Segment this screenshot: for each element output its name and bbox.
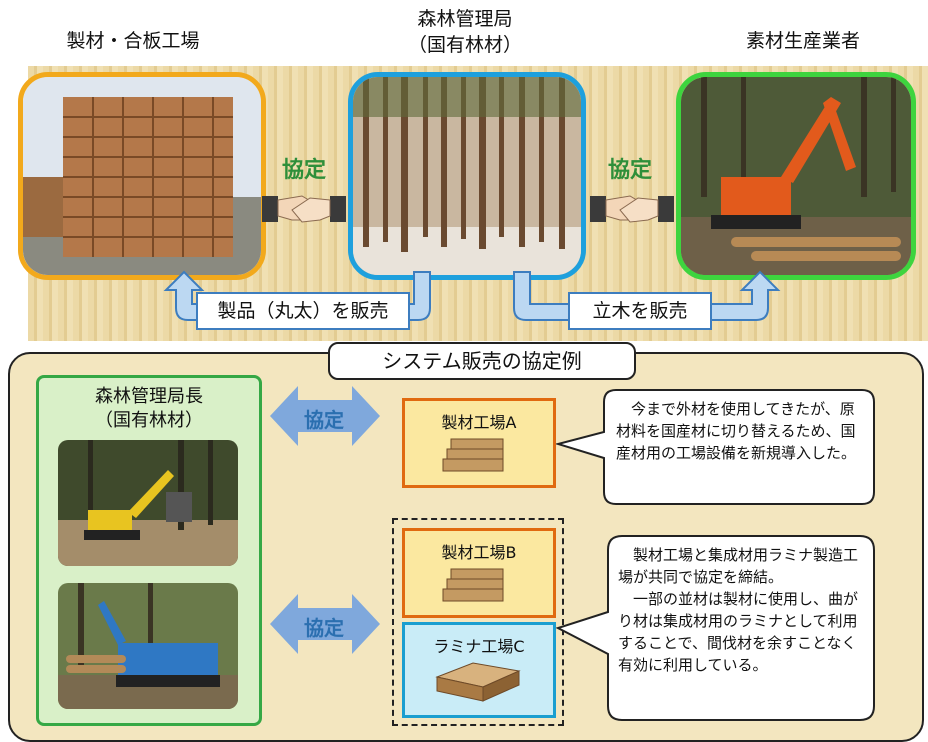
- handshake-icon: [262, 195, 346, 223]
- harvester-photo: [676, 72, 916, 280]
- harvester-image: [681, 77, 911, 275]
- factory-b-box: 製材工場B: [402, 528, 556, 618]
- flow-right-label: 立木を販売: [568, 292, 712, 330]
- factory-a-box: 製材工場A: [402, 398, 556, 488]
- joint-factories-group: [392, 518, 564, 726]
- forest-office-subtitle: （国有林材）: [407, 34, 522, 56]
- speech-bubble-a: [556, 389, 875, 505]
- forest-image: [353, 77, 581, 275]
- forest-director-subtitle: （国有林材）: [95, 410, 203, 431]
- factory-b-label: 製材工場B: [441, 543, 517, 562]
- excavator-photo: [58, 440, 238, 566]
- forest-director-title: 森林管理局長 （国有林材）: [36, 385, 262, 433]
- forest-photo: [348, 72, 586, 280]
- agreement-a-label: 協定: [304, 408, 344, 432]
- agreement-double-arrow-a: [270, 386, 380, 446]
- forest-office-header: 森林管理局 （国有林材）: [370, 6, 560, 58]
- forest-director-name: 森林管理局長: [95, 386, 203, 407]
- excavator-image: [58, 440, 238, 566]
- lumber-image: [23, 77, 261, 275]
- logger-header: 素材生産業者: [745, 30, 860, 52]
- lumber-stack-icon: [442, 568, 504, 602]
- top-agreement-left-label: 協定: [282, 158, 327, 183]
- forest-office-title: 森林管理局: [417, 8, 513, 30]
- sawmill-header: 製材・合板工場: [66, 30, 200, 52]
- forwarder-photo: [58, 583, 238, 709]
- forwarder-image: [58, 583, 238, 709]
- factory-c-label: ラミナ工場C: [433, 637, 525, 656]
- lamina-stack-icon: [435, 662, 521, 702]
- factory-a-label: 製材工場A: [441, 413, 517, 432]
- agreement-double-arrow-b: [270, 594, 380, 654]
- lumber-stack-icon: [442, 438, 504, 472]
- handshake-icon: [590, 195, 674, 223]
- speech-bubble-b: [556, 535, 875, 721]
- agreement-b-label: 協定: [304, 616, 344, 640]
- lumber-photo: [18, 72, 266, 280]
- system-example-title: システム販売の協定例: [328, 342, 636, 380]
- bubble-a-text: 今まで外材を使用してきたが、原材料を国産材に切り替えるため、国産材用の工場設備を…: [616, 400, 857, 462]
- top-agreement-right-label: 協定: [608, 158, 653, 183]
- flow-left-label: 製品（丸太）を販売: [196, 292, 410, 330]
- bubble-b-text: 製材工場と集成材用ラミナ製造工場が共同で協定を締結。 一部の並材は製材に使用し、…: [618, 546, 859, 674]
- factory-c-box: ラミナ工場C: [402, 622, 556, 718]
